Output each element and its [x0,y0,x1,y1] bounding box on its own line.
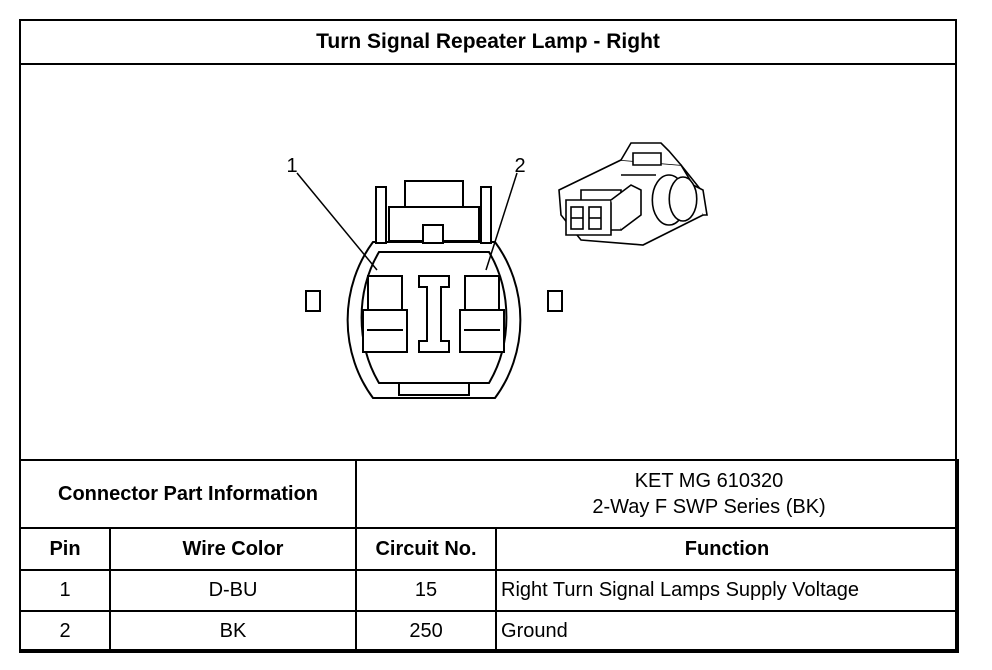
connector-iso-seal-ring-2 [668,176,698,222]
top-latch [404,180,464,208]
left-latch-post [375,186,387,244]
connector-sheet: Turn Signal Repeater Lamp - Right [18,19,960,653]
header-pin: Pin [19,527,111,571]
connector-bottom-step [398,383,470,396]
circuit-no-cell: 250 [355,610,498,653]
page-title: Turn Signal Repeater Lamp - Right [21,21,955,65]
pin-cell: 2 [19,610,111,653]
pin-1-leader-line [296,172,378,271]
table-row: 2 BK 250 Ground [19,610,960,653]
connector-part-info-row: Connector Part Information KET MG 610320… [18,459,960,529]
wire-color-cell: BK [108,610,358,653]
connector-series: 2-Way F SWP Series (BK) [592,496,826,518]
pin-2-leader-line [485,172,518,271]
header-wire-color: Wire Color [108,527,358,571]
connector-iso-side [610,184,642,231]
right-latch-post [480,186,492,244]
connector-diagram: 1 2 [286,142,708,399]
pin-2-label: 2 [514,155,525,177]
latch-window [422,224,444,244]
connector-part-info-value: KET MG 610320 2-Way F SWP Series (BK) [355,459,960,529]
left-side-tab [305,290,321,312]
connector-iso-latch-window [632,152,662,166]
header-circuit-no: Circuit No. [355,527,498,571]
connector-part-number: KET MG 610320 [634,470,784,492]
function-cell: Ground [495,610,960,653]
connector-inner-shell [360,251,508,384]
header-function: Function [495,527,960,571]
circuit-no-cell: 15 [355,569,498,612]
table-row: 1 D-BU 15 Right Turn Signal Lamps Supply… [19,569,960,612]
terminal-cavity-1-upper [367,275,403,311]
wire-color-cell: D-BU [108,569,358,612]
terminal-cavity-2-upper [464,275,500,311]
connector-face-view [305,180,563,399]
connector-isometric-view [558,142,708,246]
connector-part-info-label: Connector Part Information [18,459,358,529]
function-cell: Right Turn Signal Lamps Supply Voltage [495,569,960,612]
pin-1-label: 1 [286,155,297,177]
connector-info-table: Connector Part Information KET MG 610320… [18,459,960,653]
pin-cell: 1 [19,569,111,612]
table-header-row: Pin Wire Color Circuit No. Function [19,527,960,571]
diagram-area: 1 2 [21,65,955,459]
pin-leaders [296,172,518,271]
center-separator [418,275,450,353]
right-side-tab [547,290,563,312]
